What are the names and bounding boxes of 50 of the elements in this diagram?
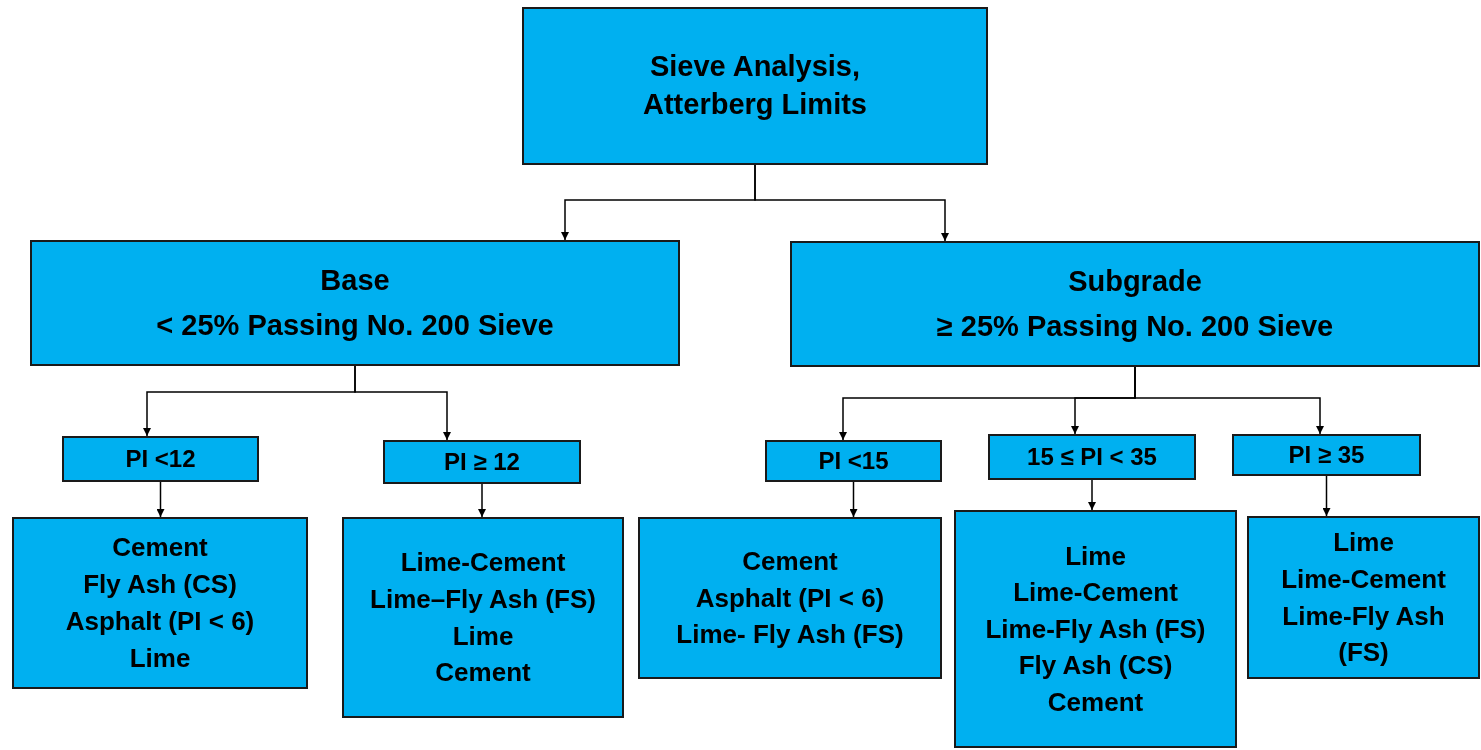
arrow <box>478 483 486 518</box>
box-text: Lime <box>1333 525 1394 559</box>
box-text: Asphalt (PI < 6) <box>695 581 885 615</box>
process-box <box>30 240 680 366</box>
box-text: PI ≥ 35 <box>1288 440 1365 470</box>
box-heading: Base <box>320 263 390 299</box>
process-box <box>62 436 259 482</box>
box-text: Cement <box>1047 685 1144 719</box>
process-box <box>522 7 988 165</box>
arrow <box>1088 479 1096 511</box>
box-text: Lime <box>1065 540 1126 573</box>
process-box <box>383 440 581 484</box>
process-box <box>1247 516 1480 679</box>
box-text: Lime <box>452 619 514 653</box>
box-text: Lime-Cement <box>400 545 566 579</box>
process-box <box>765 440 942 482</box>
box-text: PI ≥ 12 <box>444 447 520 477</box>
box-text: Fly Ash (CS) <box>83 568 237 602</box>
box-text: 15 ≤ PI < 35 <box>1027 442 1157 472</box>
arrow <box>1322 475 1331 517</box>
process-box <box>1232 434 1421 476</box>
box-text: Cement <box>435 656 531 690</box>
process-box <box>342 517 624 718</box>
box-text: ≥ 25% Passing No. 200 Sieve <box>936 309 1334 344</box>
box-text: Lime- Fly Ash (FS) <box>676 618 904 652</box>
box-text: Lime-Fly Ash (FS) <box>1281 599 1446 670</box>
arrow <box>354 365 451 441</box>
process-box <box>790 241 1480 367</box>
process-box <box>12 517 308 689</box>
arrow <box>156 481 165 518</box>
box-text: PI <12 <box>125 444 196 474</box>
box-text: Asphalt (PI < 6) <box>65 605 255 638</box>
box-text: Cement <box>112 531 208 565</box>
box-text: Lime–Fly Ash (FS) <box>370 582 596 616</box>
box-text: < 25% Passing No. 200 Sieve <box>156 308 554 343</box>
arrow <box>1134 366 1324 435</box>
box-text: Cement <box>742 544 838 578</box>
box-text: Lime-Cement <box>1281 562 1446 596</box>
box-text: Lime-Cement <box>1013 576 1178 610</box>
process-box <box>954 510 1237 748</box>
box-text: Lime-Fly Ash (FS) <box>985 612 1206 646</box>
box-text: Lime <box>129 641 191 675</box>
box-text: PI <15 <box>818 446 889 476</box>
box-heading: Subgrade <box>1068 264 1202 300</box>
box-text: Fly Ash (CS) <box>1018 649 1173 683</box>
box-text: Sieve Analysis, Atterberg Limits <box>642 49 868 122</box>
process-box <box>638 517 942 679</box>
process-box <box>988 434 1196 480</box>
arrow <box>849 481 858 518</box>
arrow <box>754 164 949 242</box>
